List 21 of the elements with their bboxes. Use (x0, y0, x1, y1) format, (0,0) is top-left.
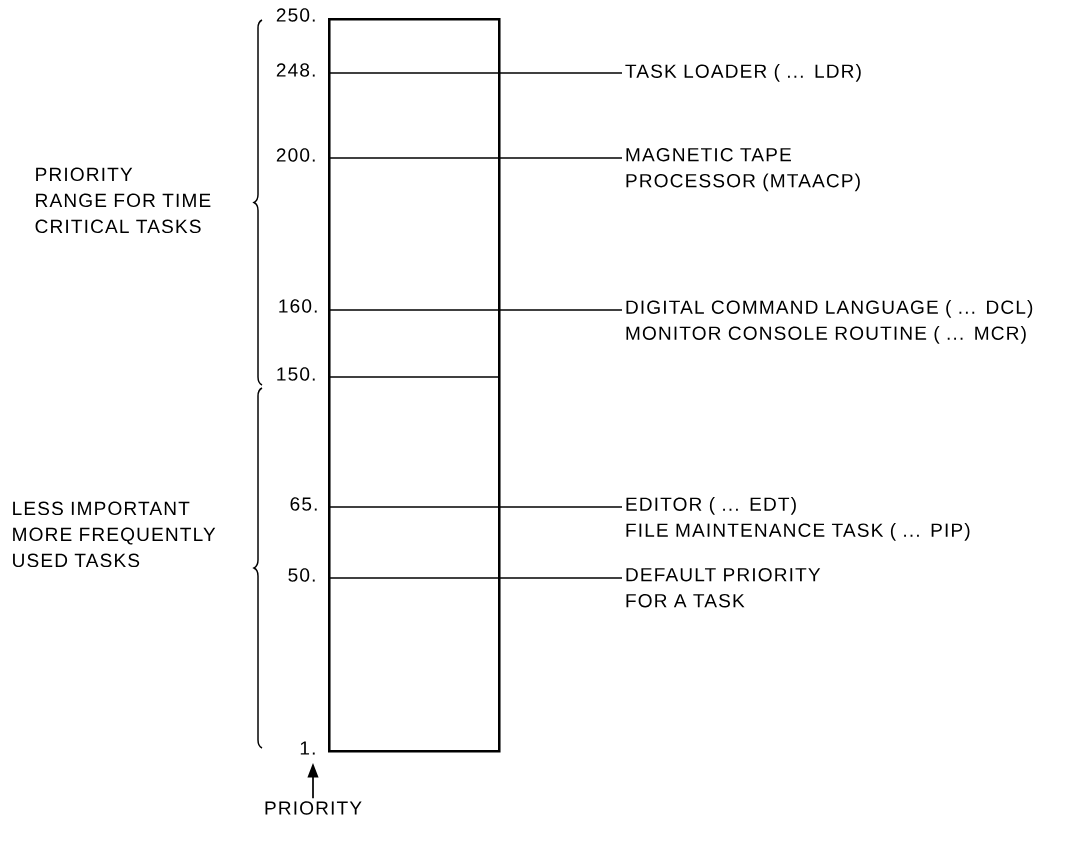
tick-label: 250. (276, 8, 315, 22)
task-label: DEFAULT PRIORITY FOR A TASK (626, 567, 821, 608)
tick-label: 160. (279, 299, 317, 313)
leader-line (327, 72, 623, 74)
priority-bar (328, 18, 501, 753)
leader-line (327, 577, 623, 579)
task-label: EDITOR ( ... EDT) FILE MAINTENANCE TASK ( ... PIP) (626, 496, 970, 541)
tick-label: 50. (288, 568, 315, 582)
task-label: DIGITAL COMMAND LANGUAGE ( ... DCL) MONITOR CONSOLE ROUTINE ( ... MCR) (626, 299, 1033, 344)
range-note: PRIORITY RANGE FOR TIME CRITICAL TASKS (35, 167, 211, 234)
tick-label: 65. (290, 497, 317, 511)
leader-line (327, 157, 623, 159)
tick-label: 1. (300, 741, 315, 755)
leader-line (327, 506, 623, 508)
range-note: LESS IMPORTANT MORE FREQUENTLY USED TASKS (13, 501, 216, 568)
tick-label: 248. (276, 63, 315, 77)
tick-label: 200. (276, 148, 315, 162)
axis-label: PRIORITY (265, 801, 362, 815)
leader-line (327, 309, 623, 311)
task-label: TASK LOADER ( ... LDR) (625, 63, 861, 82)
task-label: MAGNETIC TAPE PROCESSOR (MTAACP) (626, 147, 860, 192)
